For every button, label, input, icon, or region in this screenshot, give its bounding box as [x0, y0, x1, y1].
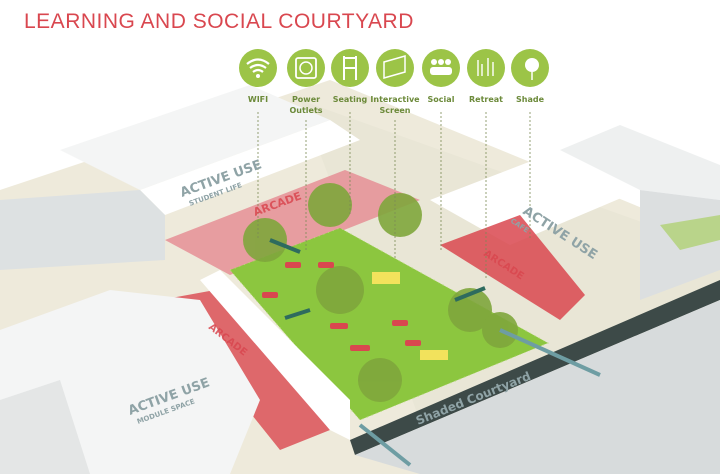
amenity-label-social: Social — [428, 95, 455, 104]
amenity-label-power: Power — [292, 95, 320, 104]
amenity-label-shade: Shade — [516, 95, 545, 104]
building-student-life-roof — [140, 120, 360, 215]
retreat-icon — [467, 49, 505, 87]
amenity-icons — [239, 49, 549, 87]
courtyard-paving-dots — [229, 227, 550, 421]
benches — [262, 262, 421, 351]
building-back-left — [60, 85, 330, 190]
chair-icon — [331, 49, 369, 87]
amenity-label-wifi: WIFI — [248, 95, 268, 104]
lawn-right — [660, 215, 720, 250]
building-left-face — [0, 190, 165, 270]
front-edge — [350, 280, 720, 455]
arcade-right — [440, 215, 585, 320]
amenity-label-retreat: Retreat — [469, 95, 503, 104]
interactive-screen-icon — [376, 49, 414, 87]
exit-arrows — [358, 328, 601, 467]
arcade-top — [165, 170, 420, 275]
trees — [243, 183, 518, 402]
people-group-icon — [422, 49, 460, 87]
building-lower-left-face — [0, 380, 90, 474]
wifi-icon — [239, 49, 277, 87]
power-outlet-icon — [287, 49, 325, 87]
entry-arrows — [269, 238, 486, 320]
front-plaza — [355, 300, 720, 474]
building-module-roof — [200, 270, 350, 440]
building-far-right — [560, 125, 720, 200]
diagram-title: LEARNING AND SOCIAL COURTYARD — [24, 10, 414, 33]
building-cafe-roof — [430, 150, 640, 245]
amenity-label-interactive-2: Screen — [380, 106, 411, 115]
courtyard-lawn — [230, 228, 548, 420]
leader-lines — [257, 112, 531, 280]
interactive-screens — [372, 272, 448, 360]
amenity-label-power-2: Outlets — [289, 106, 322, 115]
amenity-label-interactive: Interactive — [370, 95, 420, 104]
tree-shade-icon — [511, 49, 549, 87]
amenity-label-seating: Seating — [333, 95, 368, 104]
